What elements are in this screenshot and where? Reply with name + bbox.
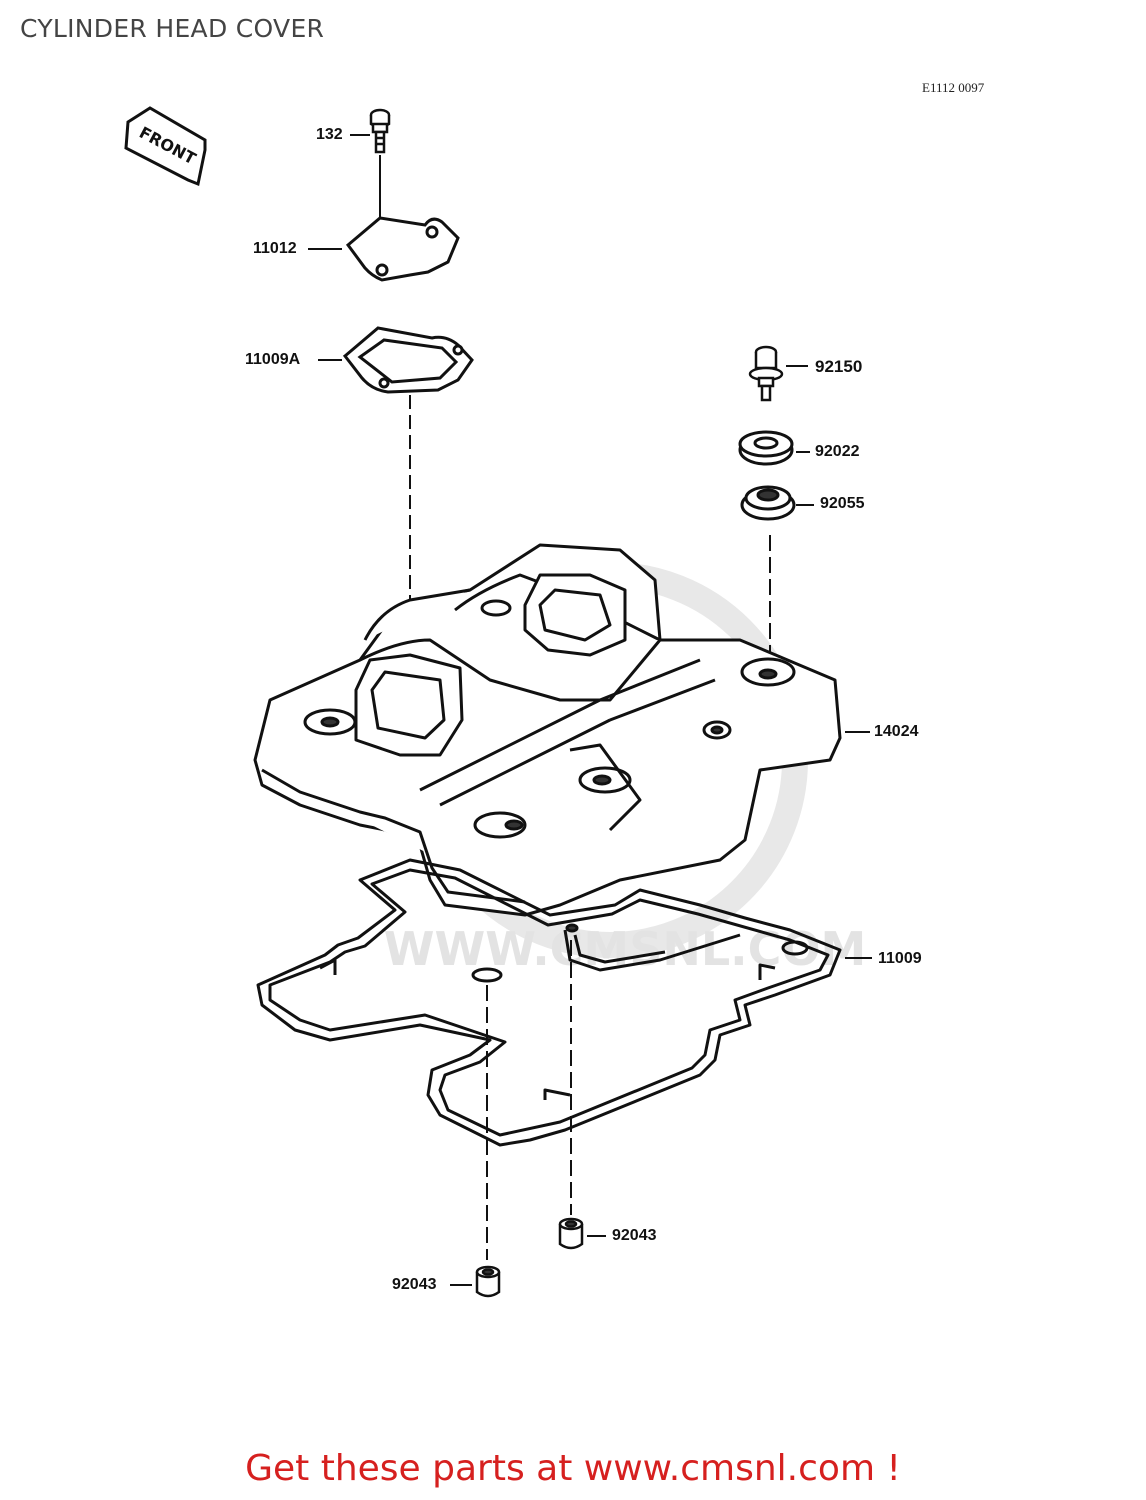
cover-bolt-92150	[748, 345, 784, 402]
grommet-92055	[740, 485, 796, 521]
page-title: CYLINDER HEAD COVER	[20, 14, 325, 43]
diagram-ref-code: E1112 0097	[922, 80, 985, 95]
part-label-92022[interactable]: 92022	[815, 443, 860, 460]
breather-cover-11012	[345, 216, 460, 282]
part-label-11009A[interactable]: 11009A	[245, 351, 301, 368]
front-arrow-icon: FRONT	[124, 106, 207, 187]
dowel-pin-left-92043	[475, 1265, 501, 1298]
callout-lines	[308, 134, 872, 1286]
dowel-pin-right-92043	[558, 1217, 584, 1250]
part-label-132[interactable]: 132	[316, 126, 343, 143]
part-label-11009[interactable]: 11009	[878, 950, 922, 967]
breather-gasket-11009A	[342, 326, 474, 394]
part-label-11012[interactable]: 11012	[253, 240, 297, 257]
footer-cta-link[interactable]: Get these parts at www.cmsnl.com !	[245, 1448, 901, 1489]
part-label-92055[interactable]: 92055	[820, 495, 865, 512]
washer-92022	[738, 430, 794, 466]
part-label-14024[interactable]: 14024	[874, 723, 919, 740]
head-cover-gasket-11009	[256, 858, 842, 1147]
part-label-92150[interactable]: 92150	[815, 357, 863, 376]
part-label-92043-left[interactable]: 92043	[392, 1276, 437, 1293]
part-label-92043-right[interactable]: 92043	[612, 1227, 657, 1244]
cylinder-head-cover-14024	[253, 543, 842, 917]
bolt-132	[369, 108, 391, 154]
